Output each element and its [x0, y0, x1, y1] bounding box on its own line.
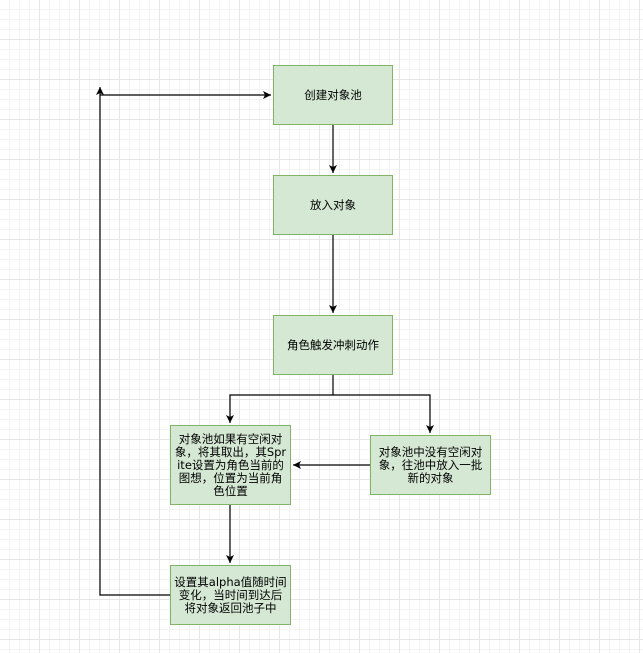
- node-trigger-dash-label: 角色触发冲刺动作: [287, 337, 379, 352]
- node-create-pool-label: 创建对象池: [304, 87, 362, 102]
- edge-alpha-loop-up: [96, 87, 170, 596]
- node-put-objects[interactable]: 放入对象: [273, 175, 393, 235]
- edge-trigger-split: [226, 375, 334, 423]
- node-trigger-dash[interactable]: 角色触发冲刺动作: [273, 315, 393, 375]
- node-take-idle-object[interactable]: 对象池如果有空闲对象，将其取出，其Sprite设置为角色当前的图想，位置为当前角…: [170, 425, 291, 505]
- node-add-batch[interactable]: 对象池中没有空闲对象，往池中放入一批新的对象: [370, 435, 491, 495]
- node-alpha-fade[interactable]: 设置其alpha值随时间变化，当时间到达后将对象返回池子中: [170, 565, 291, 625]
- node-put-objects-label: 放入对象: [310, 197, 356, 212]
- edge-trigger-to-add: [333, 394, 434, 433]
- node-create-pool[interactable]: 创建对象池: [273, 65, 393, 125]
- node-take-idle-object-label: 对象池如果有空闲对象，将其取出，其Sprite设置为角色当前的图想，位置为当前角…: [174, 431, 287, 498]
- node-alpha-fade-label: 设置其alpha值随时间变化，当时间到达后将对象返回池子中: [174, 574, 287, 615]
- node-add-batch-label: 对象池中没有空闲对象，往池中放入一批新的对象: [378, 444, 483, 485]
